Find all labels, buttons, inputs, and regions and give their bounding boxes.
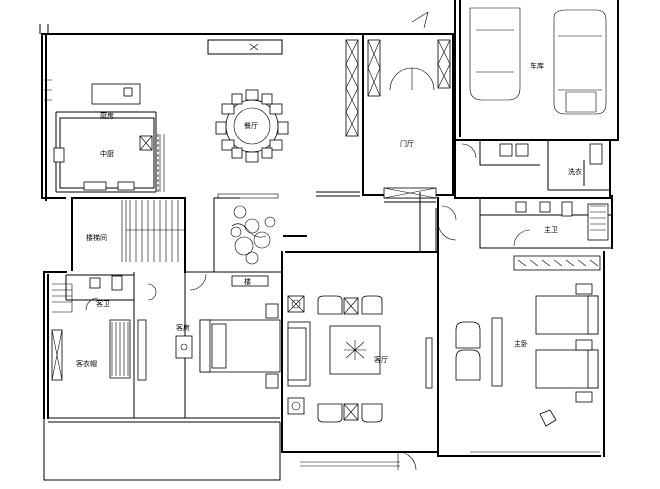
- room-label-foyer: 门厅: [400, 139, 414, 148]
- room-label-stairs: 楼梯间: [86, 233, 107, 242]
- courtyard-plants: [217, 193, 307, 265]
- room-label-master-bath: 主卫: [544, 225, 558, 234]
- guest-room: 客房 楼: [137, 273, 281, 389]
- room-label-master-room: 主卧: [514, 339, 528, 348]
- room-label-kitchen: 厨房: [100, 111, 114, 120]
- dining-table: 餐厅: [215, 43, 289, 163]
- kitchen-area: 厨房 中厨: [44, 79, 165, 192]
- laundry-room: 洗衣: [461, 143, 603, 176]
- room-label-guest-room: 客房: [176, 323, 190, 332]
- stairwell: 楼梯间: [86, 200, 184, 262]
- guest-wing: 客卫 客衣帽: [51, 275, 157, 381]
- room-label-guest-closet: 客衣帽: [76, 359, 97, 368]
- stair-label: 楼: [244, 277, 251, 286]
- master-bath: 主卫: [441, 201, 609, 271]
- room-label-pantry: 中厨: [100, 149, 114, 158]
- living-room: 客厅: [287, 295, 433, 471]
- room-label-guest-bath: 客卫: [96, 299, 110, 308]
- foyer: 门厅: [345, 11, 451, 199]
- room-label-garage: 车库: [530, 61, 544, 70]
- room-label-dining: 餐厅: [244, 121, 258, 130]
- room-label-laundry: 洗衣: [568, 167, 582, 176]
- master-bedroom: 主卧: [455, 283, 600, 457]
- exterior-walls: [41, 0, 619, 457]
- garage: 车库: [469, 7, 607, 115]
- room-label-living: 客厅: [374, 355, 388, 364]
- exterior-details: [39, 24, 457, 481]
